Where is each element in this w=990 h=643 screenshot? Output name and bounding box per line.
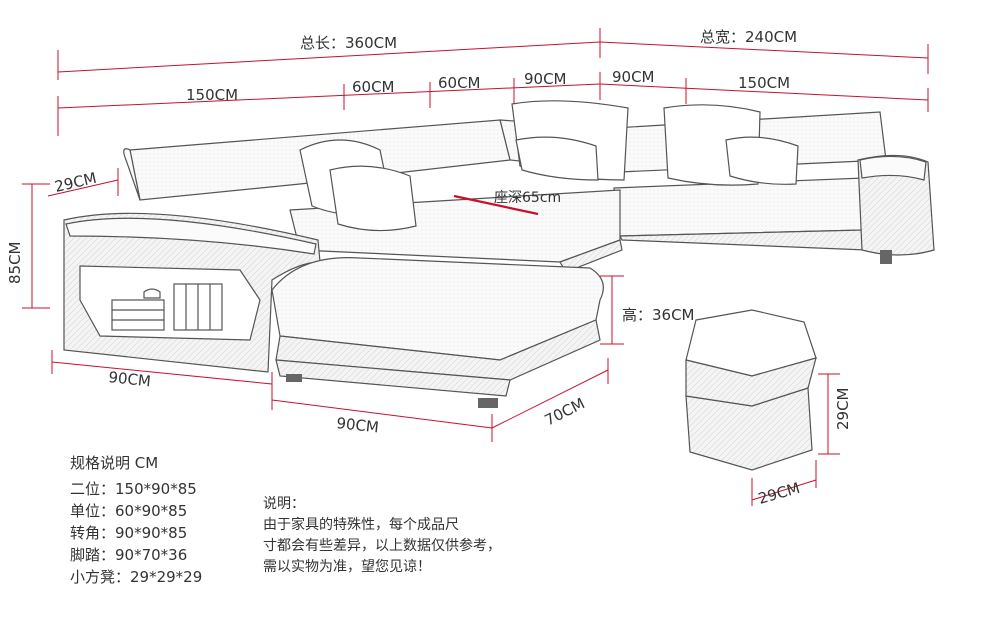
note-line: 需以实物为准，望您见谅！ <box>263 559 431 575</box>
chaise-height-label: 高：36CM <box>622 306 695 324</box>
total-width-label: 总宽：240CM <box>700 28 797 46</box>
note-block: 说明： 由于家具的特殊性，每个成品尺 寸都会有些差异，以上数据仅供参考， 需以实… <box>263 494 501 578</box>
total-length-label: 总长：360CM <box>300 34 397 52</box>
stool-width-label: 29CM <box>756 479 802 508</box>
seat-depth-label: 座深65cm <box>494 190 561 206</box>
segment-label-6: 150CM <box>738 74 790 92</box>
dimension-lines <box>22 28 929 506</box>
spec-item: 单位：60*90*85 <box>70 502 188 520</box>
segment-label-1: 150CM <box>186 86 238 104</box>
note-line: 由于家具的特殊性，每个成品尺 <box>263 517 459 533</box>
segment-label-3: 60CM <box>438 74 481 92</box>
dimension-labels: 总长：360CM 总宽：240CM 150CM 60CM 60CM 90CM 9… <box>6 28 852 508</box>
note-title: 说明： <box>263 496 305 512</box>
sofa-sketch <box>63 100 935 408</box>
stool-height-label: 29CM <box>834 387 852 430</box>
spec-list: 二位：150*90*85 单位：60*90*85 转角：90*90*85 脚踏：… <box>70 478 202 588</box>
spec-item: 小方凳：29*29*29 <box>70 568 203 586</box>
spec-title: 规格说明 CM <box>70 454 159 472</box>
back-height-label: 85CM <box>6 241 24 284</box>
segment-label-4: 90CM <box>524 70 567 88</box>
chaise-front-label: 90CM <box>336 414 380 436</box>
chaise-side-label: 90CM <box>108 368 152 390</box>
note-line: 寸都会有些差异，以上数据仅供参考， <box>263 538 501 554</box>
segment-label-5: 90CM <box>612 68 655 86</box>
segment-label-2: 60CM <box>352 78 395 96</box>
spec-item: 转角：90*90*85 <box>70 524 188 542</box>
spec-item: 二位：150*90*85 <box>70 480 197 498</box>
spec-item: 脚踏：90*70*36 <box>70 546 188 564</box>
stool-sketch <box>685 309 817 471</box>
arm-width-label: 29CM <box>53 169 98 196</box>
